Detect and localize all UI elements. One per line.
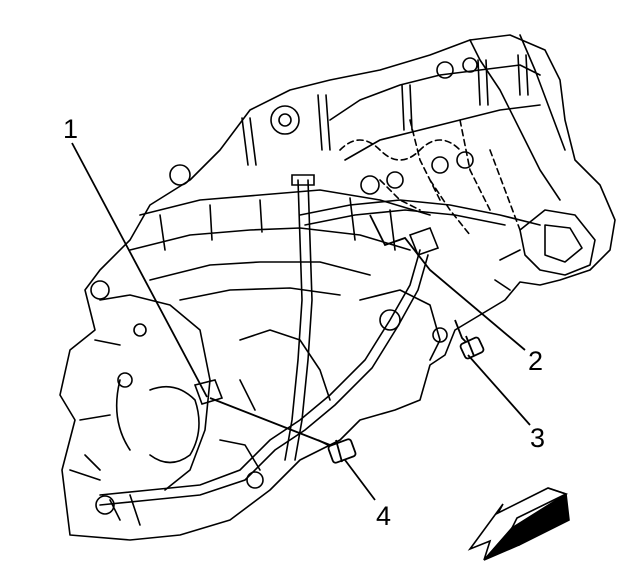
intake-hidden-lines <box>339 119 521 236</box>
leader-line-2 <box>369 214 526 351</box>
right-bracket <box>494 209 596 291</box>
wiring-harness-lower <box>99 249 429 506</box>
harness-clip <box>291 174 315 186</box>
lower-block <box>69 289 441 491</box>
harness-connector-right <box>408 226 440 257</box>
cylinder-head <box>129 189 431 301</box>
callout-3: 3 <box>530 423 545 453</box>
intake-manifold <box>329 34 566 201</box>
bolt-item-3 <box>454 319 485 360</box>
coil-boots <box>241 54 529 166</box>
pulley-bolt <box>270 105 300 135</box>
engine-outline <box>59 34 616 541</box>
leader-line-4 <box>344 459 376 501</box>
callout-2: 2 <box>528 346 543 376</box>
harness-connector-left <box>193 379 224 405</box>
bolt-item-4 <box>317 438 357 464</box>
callout-1: 1 <box>63 114 78 144</box>
bellhousing-ribs <box>84 379 261 526</box>
wiring-harness-main <box>284 179 313 461</box>
leader-line-3 <box>467 354 531 426</box>
leader-line-1 <box>71 142 208 398</box>
callout-4: 4 <box>376 501 391 531</box>
wiring-harness-upper <box>299 199 541 226</box>
front-direction-arrow-icon <box>467 487 570 561</box>
leader-line-4b <box>209 397 331 446</box>
